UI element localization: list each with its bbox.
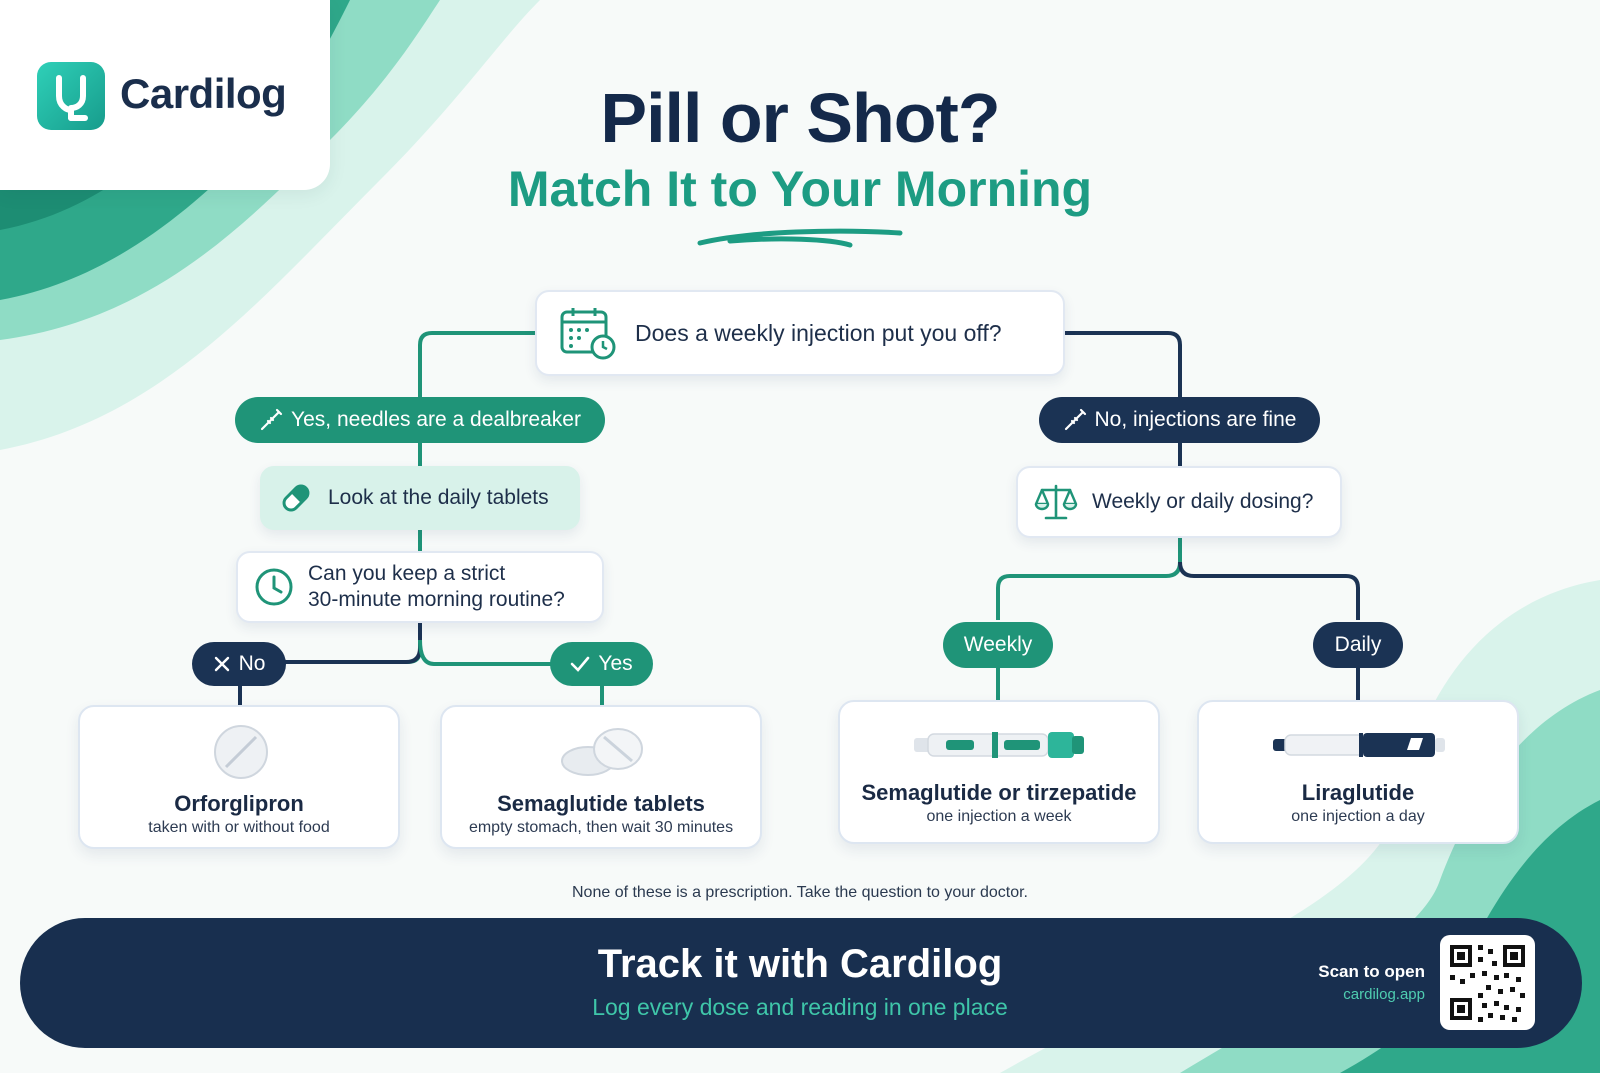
check-icon (571, 656, 590, 672)
result-card-semaglutide-tirzepatide: Semaglutide or tirzepatide one injection… (838, 700, 1160, 844)
disclaimer: None of these is a prescription. Take th… (572, 884, 1028, 901)
capsule-icon (282, 484, 310, 512)
root-question-text: Does a weekly injection put you off? (635, 319, 1002, 346)
result-title: Liraglutide (1301, 780, 1415, 805)
underline-swoosh (697, 228, 903, 248)
result-subtitle: one injection a week (926, 808, 1072, 825)
no-branch-label: No, injections are fine (1094, 408, 1297, 431)
yes-branch-label: Yes, needles are a dealbreaker (291, 408, 581, 431)
injection-pen-icon (1273, 733, 1445, 757)
page-subtitle: Match It to Your Morning (507, 161, 1093, 217)
close-icon (214, 656, 229, 672)
result-subtitle: empty stomach, then wait 30 minutes (468, 819, 734, 836)
footer-banner (20, 918, 1582, 1048)
no-branch-pill: No, injections are fine (1039, 397, 1320, 443)
footer-subtitle: Log every dose and reading in one place (592, 994, 1008, 1020)
clock-icon (255, 568, 293, 606)
result-subtitle: one injection a day (1291, 808, 1425, 825)
daily-pill: Daily (1313, 622, 1403, 668)
footer-title: Track it with Cardilog (597, 942, 1003, 986)
result-subtitle: taken with or without food (148, 819, 330, 836)
result-title: Semaglutide tablets (497, 791, 705, 816)
scan-label: Scan to open (1318, 962, 1425, 981)
dosing-question-text: Weekly or daily dosing? (1092, 490, 1314, 513)
brand-name: Cardilog (120, 70, 287, 117)
injection-pen-icon (914, 732, 1084, 758)
yes-branch-pill: Yes, needles are a dealbreaker (235, 397, 605, 443)
cardilog-logo-icon (37, 62, 105, 130)
yes-pill: Yes (550, 642, 653, 686)
daily-label: Daily (1334, 633, 1382, 656)
syringe-icon (1064, 408, 1086, 431)
tablet-icon (561, 728, 643, 776)
weekly-label: Weekly (963, 633, 1033, 656)
result-title: Orforglipron (174, 791, 304, 816)
tablet-icon (214, 725, 268, 779)
result-card-orforglipron: Orforglipron taken with or without food (78, 705, 400, 849)
page-title: Pill or Shot? (600, 79, 1000, 157)
yes-label: Yes (598, 652, 633, 675)
dosing-question-box: Weekly or daily dosing? (1016, 466, 1342, 538)
no-pill: No (192, 642, 286, 686)
calendar-clock-icon (560, 308, 616, 360)
weekly-pill: Weekly (943, 622, 1053, 668)
logo-card: Cardilog (0, 0, 330, 190)
result-card-liraglutide: Liraglutide one injection a day (1197, 700, 1519, 844)
routine-question-box: Can you keep a strict 30-minute morning … (236, 551, 604, 623)
daily-tablets-text: Look at the daily tablets (328, 486, 549, 509)
routine-question-line1: Can you keep a strict (308, 562, 506, 585)
qr-code-icon[interactable] (1440, 935, 1535, 1030)
result-card-semaglutide-tablets: Semaglutide tablets empty stomach, then … (440, 705, 762, 849)
root-question-box: Does a weekly injection put you off? (535, 290, 1065, 376)
result-title: Semaglutide or tirzepatide (861, 780, 1137, 805)
no-label: No (238, 652, 266, 675)
scan-url[interactable]: cardilog.app (1343, 986, 1425, 1003)
routine-question-line2: 30-minute morning routine? (308, 588, 565, 611)
syringe-icon (260, 408, 283, 431)
balance-scale-icon (1034, 484, 1078, 520)
daily-tablets-step: Look at the daily tablets (260, 466, 580, 530)
